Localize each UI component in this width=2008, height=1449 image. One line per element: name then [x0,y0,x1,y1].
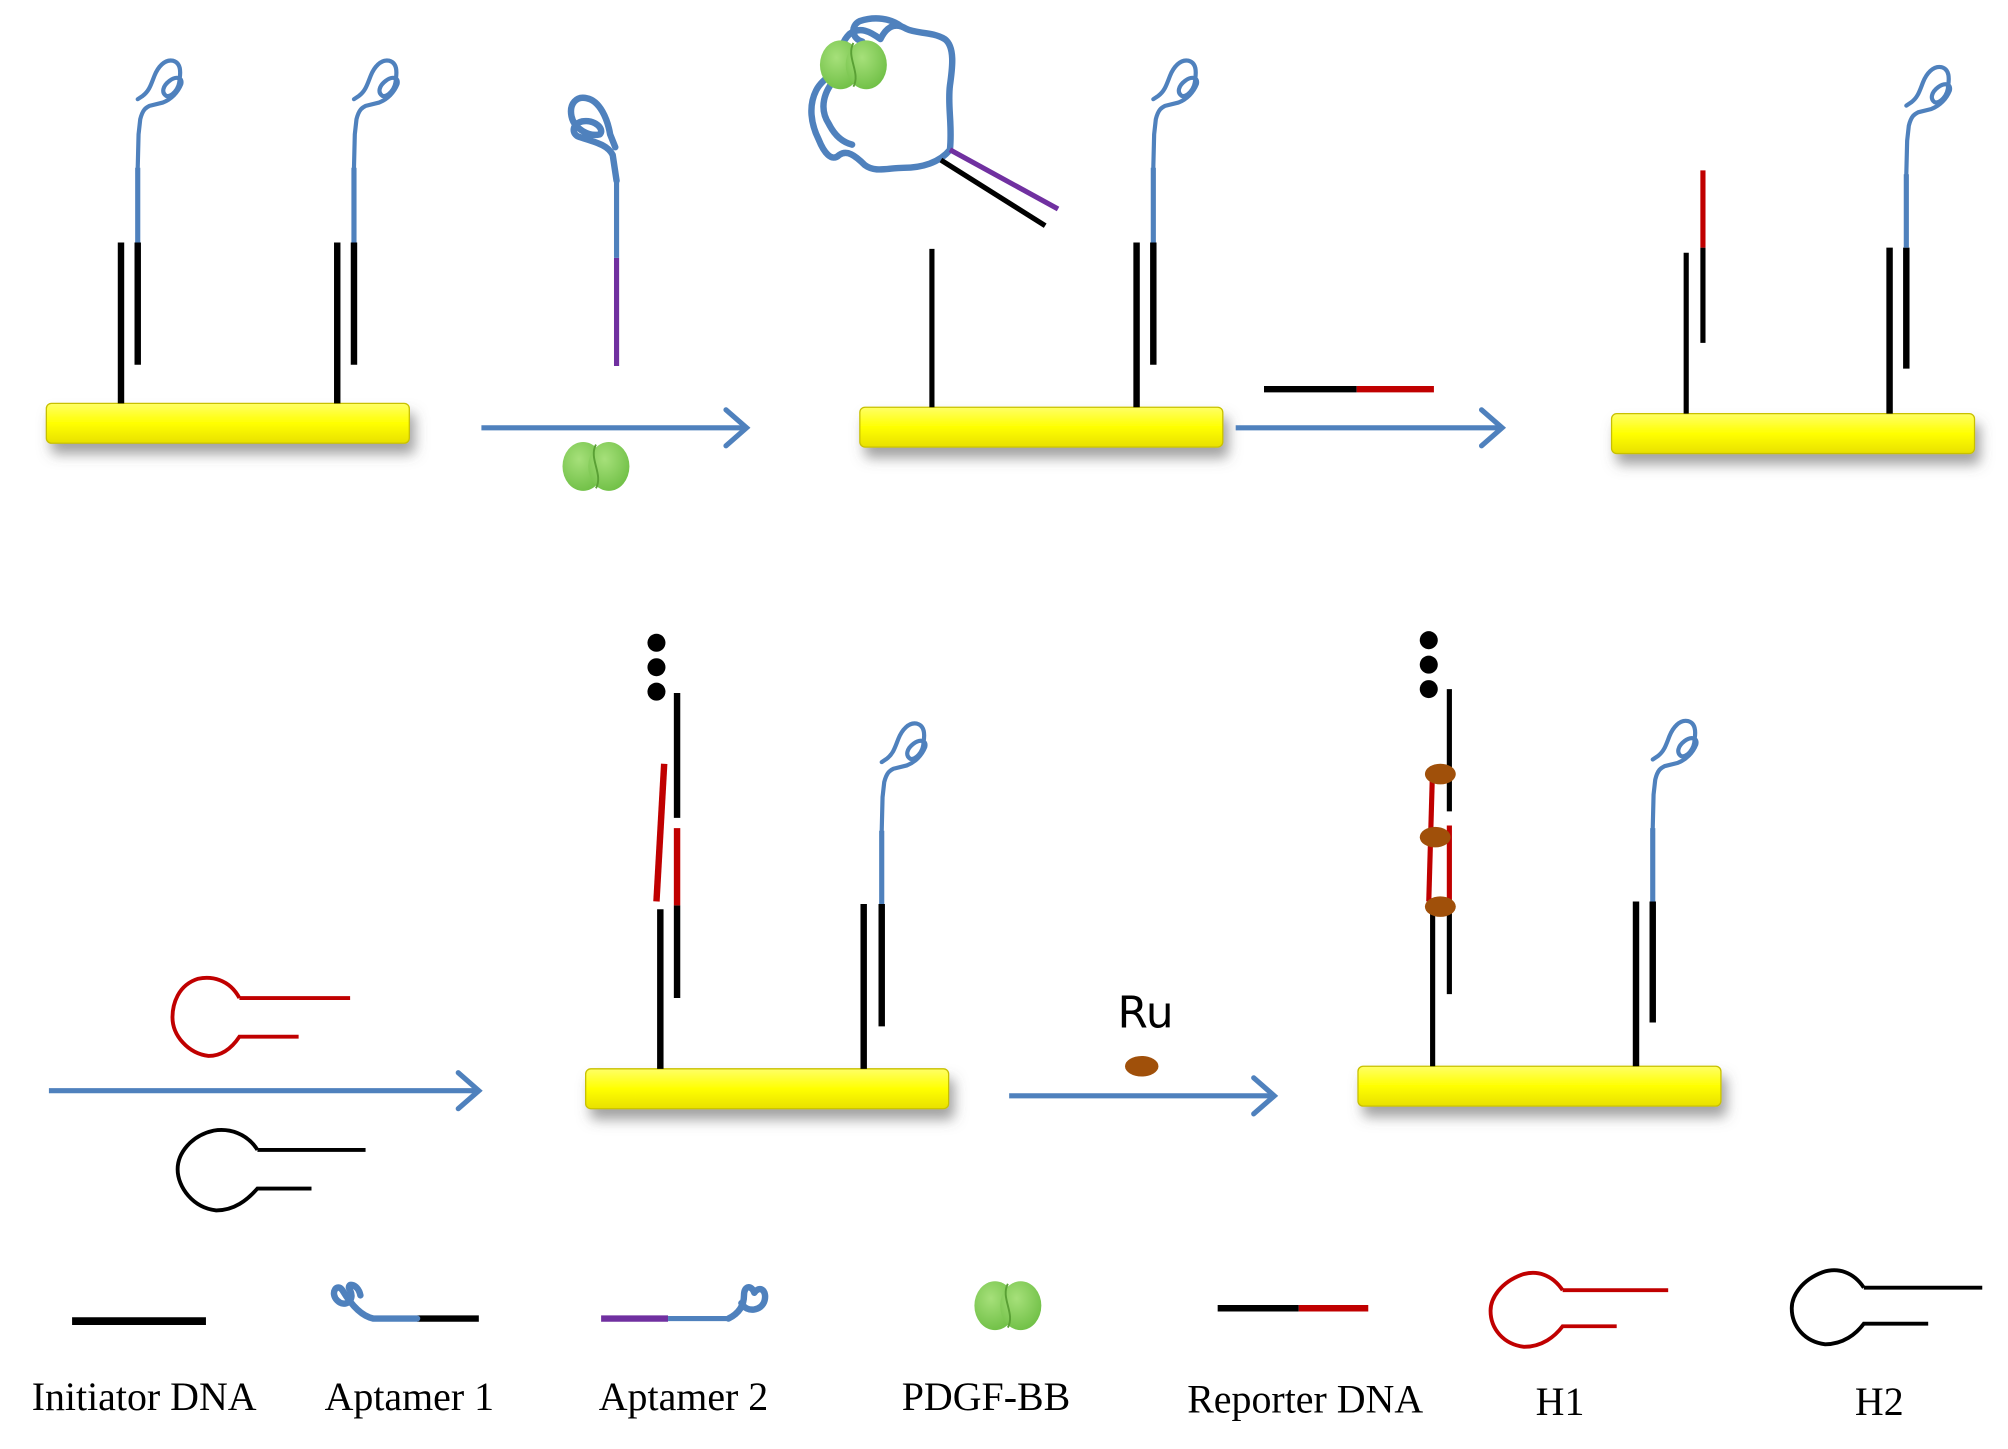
step-arrow-1 [481,94,746,492]
legend-label: H1 [1536,1379,1585,1424]
panel-protein-bound [808,15,1224,448]
legend-label: Reporter DNA [1187,1376,1423,1421]
legend-label: Aptamer 2 [599,1374,768,1419]
gold-electrode [859,406,1224,448]
legend-item-aptamer1: Aptamer 1 [325,1281,494,1419]
ru-complex-icon [1419,826,1451,848]
h1-hairpin-icon [1488,1270,1669,1349]
gold-electrode [1357,1065,1722,1107]
legend-item-reporter-dna: Reporter DNA [1187,1305,1423,1421]
probe-pair-1 [117,60,182,404]
ru-complex-icon [1424,763,1456,785]
probe-pair-5b [1632,721,1697,1067]
probe-pair-2 [334,60,398,404]
ru-label: Ru [1118,988,1174,1039]
legend-item-aptamer2: Aptamer 2 [599,1284,769,1419]
legend: Initiator DNA Aptamer 1 Aptamer 2 PDGF-B… [32,1268,1983,1424]
h2-reagent [175,1128,366,1213]
legend-label: PDGF-BB [902,1374,1070,1419]
continuation-dots [1419,631,1438,699]
legend-label: H2 [1855,1379,1904,1424]
panel-initial [45,60,410,444]
h1-reagent [170,976,351,1058]
ru-complex-icon [1124,1055,1159,1077]
panel-hcr [585,633,950,1110]
released-complex [808,15,1060,228]
aptamer2-icon [601,1284,769,1322]
ru-complex-icon [1424,896,1456,917]
pdgf-bb-icon [973,1280,1043,1332]
legend-item-h2: H2 [1789,1268,1983,1424]
legend-item-initiator-dna: Initiator DNA [32,1317,257,1419]
legend-label: Initiator DNA [32,1374,257,1419]
h2-hairpin-icon [1789,1268,1983,1347]
aptamer1-icon [330,1281,479,1322]
legend-label: Aptamer 1 [325,1374,494,1419]
legend-item-h1: H1 [1488,1270,1669,1424]
step-arrow-2 [1235,385,1502,446]
panel-reporter-hybridized [1610,67,1976,455]
gold-electrode [45,402,410,444]
gold-electrode [1610,413,1976,455]
panel-ru-loaded [1357,631,1722,1107]
continuation-dots [647,633,666,701]
probe-pair-3b [1886,67,1951,414]
gold-electrode [585,1068,950,1110]
step-arrow-3 [48,976,479,1213]
step-arrow-4: Ru [1009,988,1274,1114]
pdgf-bb-reagent [561,440,631,492]
aptamer2-reagent [567,94,620,367]
probe-pair-4b [860,723,926,1069]
probe-pair-2b [1133,60,1198,408]
legend-item-pdgf-bb: PDGF-BB [902,1280,1070,1419]
